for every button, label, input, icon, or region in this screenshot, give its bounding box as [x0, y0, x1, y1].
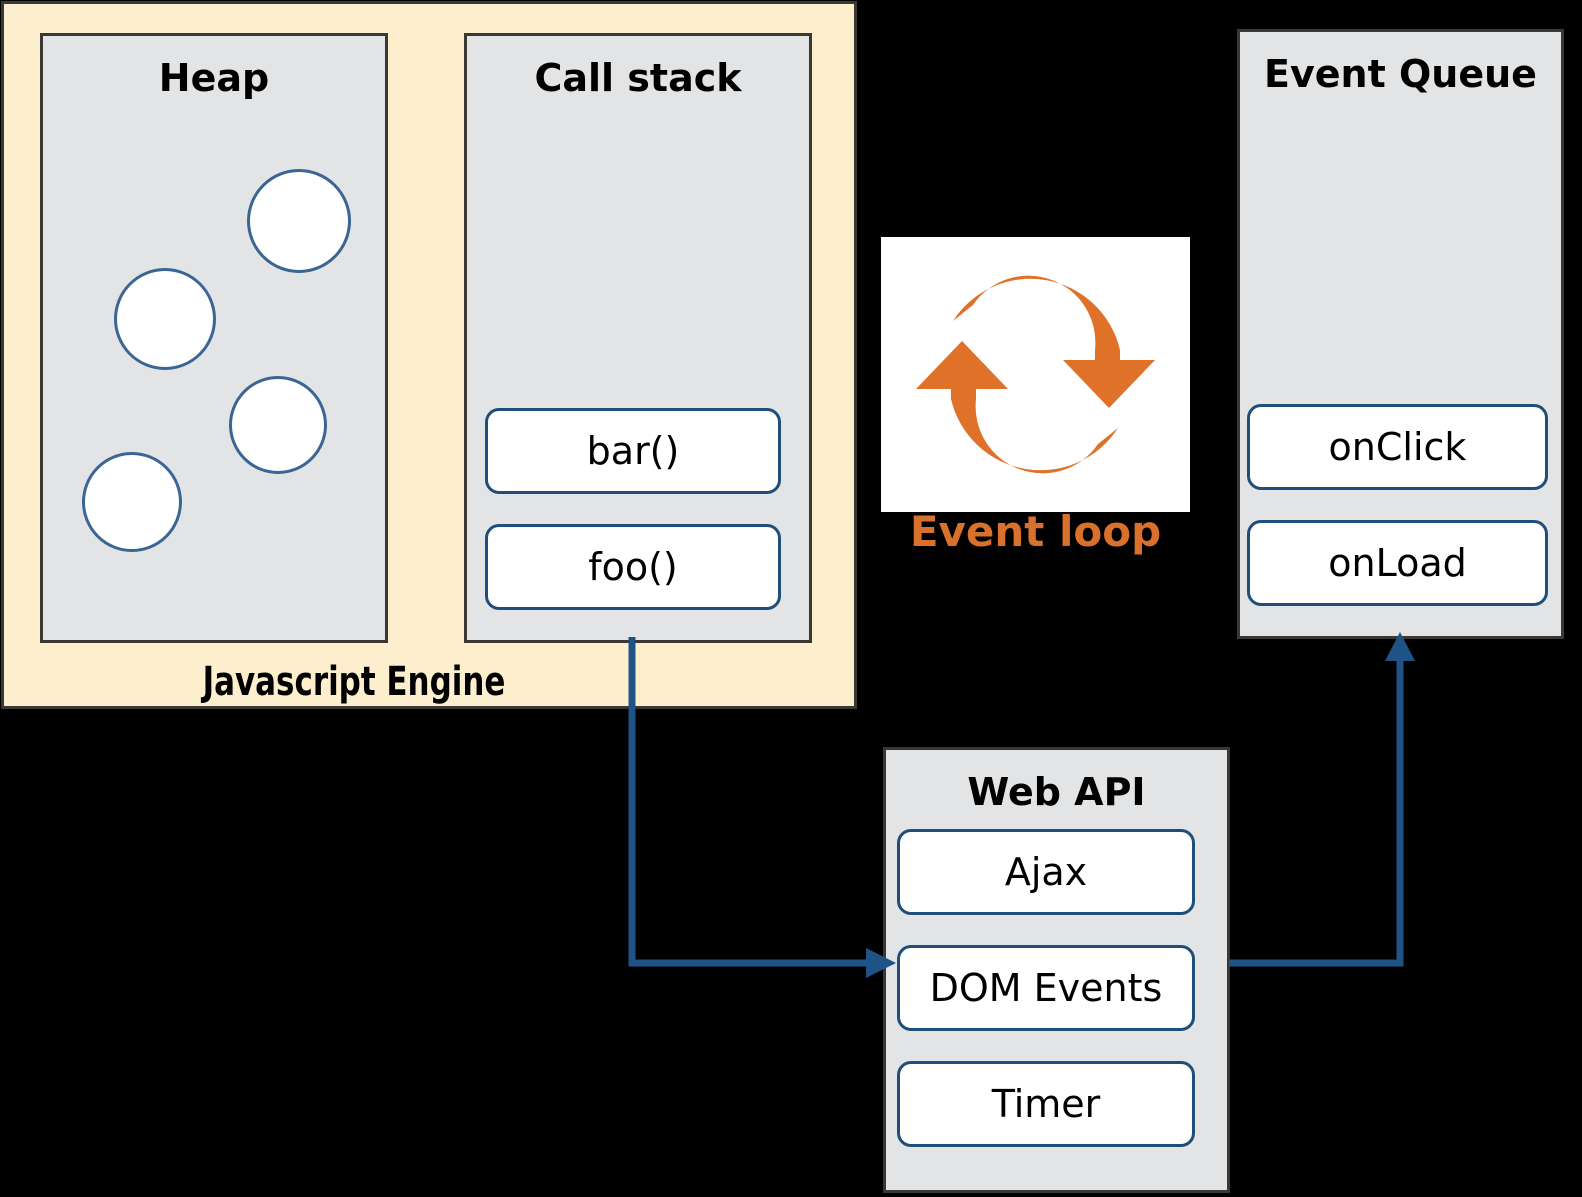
heap-object-4	[82, 452, 182, 552]
circular-arrows-icon	[916, 275, 1155, 474]
web-api-title: Web API	[967, 770, 1146, 814]
event-queue-item-onload[interactable]: onLoad	[1247, 520, 1548, 606]
web-api-item-timer[interactable]: Timer	[897, 1061, 1195, 1147]
heap-object-1	[247, 169, 351, 273]
call-stack-title: Call stack	[534, 56, 742, 100]
javascript-engine-panel: Heap Call stack bar() foo() Javascript E…	[1, 1, 857, 709]
event-queue-item-onclick[interactable]: onClick	[1247, 404, 1548, 490]
event-loop-label: Event loop	[909, 507, 1162, 556]
call-stack-frame-bar[interactable]: bar()	[485, 408, 781, 494]
heap-object-3	[229, 376, 327, 474]
connector-webapi-to-eventqueue	[1229, 632, 1415, 967]
heap-title: Heap	[158, 56, 270, 100]
heap-panel: Heap	[40, 33, 388, 643]
call-stack-frame-foo[interactable]: foo()	[485, 524, 781, 610]
event-queue-title: Event Queue	[1264, 52, 1537, 96]
web-api-item-dom-events[interactable]: DOM Events	[897, 945, 1195, 1031]
event-loop-icon-container	[881, 237, 1190, 512]
javascript-engine-label: Javascript Engine	[202, 659, 506, 705]
heap-object-2	[114, 268, 216, 370]
web-api-item-ajax[interactable]: Ajax	[897, 829, 1195, 915]
